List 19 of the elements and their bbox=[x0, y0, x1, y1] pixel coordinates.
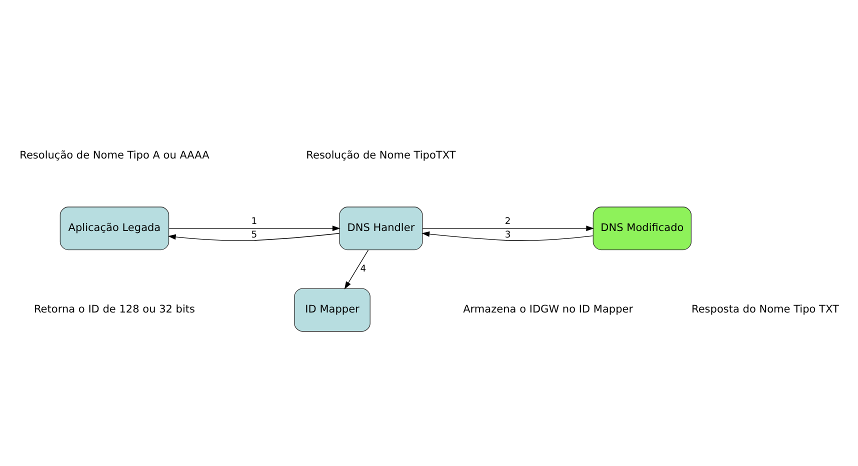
label: Resposta do Nome Tipo TXT bbox=[692, 303, 839, 316]
edge-label: 2 bbox=[504, 216, 511, 227]
arrow bbox=[168, 226, 340, 232]
edge-label: 1 bbox=[251, 216, 258, 227]
label: Retorna o ID de 128 ou 32 bits bbox=[34, 303, 195, 316]
label: Resolução de Nome TipoTXT bbox=[306, 150, 456, 162]
edge-label: 4 bbox=[360, 264, 366, 275]
node-box: DNS Handler bbox=[339, 206, 423, 250]
arrow bbox=[422, 231, 594, 241]
label: Resolução de Nome Tipo A ou AAAA bbox=[20, 150, 210, 162]
node-box: ID Mapper bbox=[294, 288, 370, 332]
edge-label: 3 bbox=[504, 230, 511, 241]
arrow bbox=[168, 233, 340, 241]
node-box: DNS Modificado bbox=[592, 206, 692, 250]
arrow bbox=[422, 226, 594, 232]
edge-label: 5 bbox=[251, 230, 258, 241]
label: Armazena o IDGW no ID Mapper bbox=[463, 303, 634, 316]
arrow bbox=[344, 250, 369, 290]
node-box: Aplicação Legada bbox=[60, 206, 170, 250]
